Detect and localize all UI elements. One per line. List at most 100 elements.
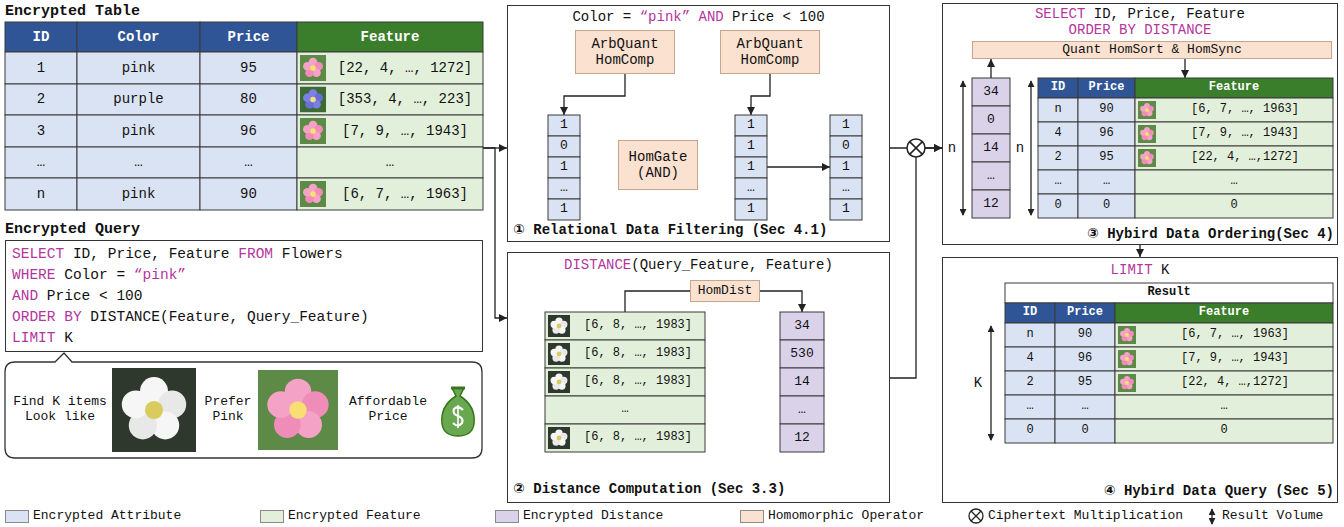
text-cell: …	[1135, 170, 1333, 194]
text-cell: [6, 8, …, 1983]	[573, 312, 703, 340]
table-cell	[972, 106, 1010, 134]
text: ORDER BY DISTANCE(Feature, Query_Feature…	[12, 309, 369, 326]
table-cell	[735, 157, 767, 178]
table-cell	[1005, 419, 1055, 443]
connector	[1184, 59, 1185, 78]
text: [7, 9, …, 1943]	[1191, 127, 1299, 141]
connector	[751, 74, 770, 115]
stage-panel: ArbQuant HomCompArbQuant HomComp101…1Hom…	[507, 5, 890, 242]
text-cell: 95	[200, 52, 297, 84]
text: Quant HomSort & HomSync	[1062, 43, 1241, 58]
table-cell	[735, 178, 767, 199]
text-cell: 95	[1078, 146, 1135, 170]
query-flower-image	[112, 368, 196, 452]
pink-flower-image	[258, 370, 338, 450]
table-cell	[297, 22, 483, 52]
text: 0	[560, 139, 568, 154]
text: pink	[122, 60, 156, 76]
data-table: Encrypted TableIDColorPriceFeature1pink9…	[5, 22, 483, 210]
stage-panel: HomDist[6, 8, …, 1983][6, 8, …, 1983][6,…	[507, 252, 890, 503]
stage-panel: Quant HomSort & HomSync34014…12IDPriceFe…	[942, 3, 1338, 245]
text-cell: …	[297, 147, 483, 178]
text: 34	[794, 319, 810, 334]
text-cell: ③ Hybird Data Ordering(Sec 4)	[950, 225, 1334, 243]
text: Encrypted Table	[5, 3, 140, 20]
text-cell: 0	[1078, 194, 1135, 218]
keyword: AND	[699, 9, 724, 25]
text-cell: Encrypted Table	[5, 2, 305, 21]
text: …	[560, 181, 568, 196]
keyword: WHERE	[12, 267, 56, 283]
text: 14	[983, 141, 999, 156]
text-cell: ORDER BY DISTANCE(Feature, Query_Feature…	[12, 307, 478, 327]
bit-vector: 101…1	[548, 115, 580, 220]
text-cell: 0	[548, 136, 580, 157]
text-cell: n	[1005, 323, 1055, 347]
table-cell	[780, 424, 824, 452]
distance-vector: 34014…12	[972, 78, 1010, 218]
text-cell: pink	[77, 52, 200, 84]
text-cell: 0	[1115, 419, 1333, 443]
text-cell: 1	[548, 115, 580, 136]
table-cell	[1005, 283, 1333, 303]
text: Prefer Pink	[200, 395, 256, 425]
table-cell	[1055, 303, 1115, 323]
multiply-symbol	[907, 139, 925, 157]
connector	[890, 148, 942, 378]
text-cell: pink	[77, 178, 200, 210]
volume-label: n	[1013, 139, 1027, 157]
text: 2	[37, 91, 45, 107]
table-cell	[200, 22, 297, 52]
text-cell: ArbQuant HomComp	[720, 30, 820, 74]
text: ArbQuant HomComp	[720, 36, 820, 68]
text-cell: Quant HomSort & HomSync	[972, 41, 1332, 59]
text-cell: 90	[200, 178, 297, 210]
table-cell	[200, 52, 297, 84]
legend-swatch	[740, 510, 764, 523]
table-cell	[5, 84, 77, 115]
flower-image	[300, 87, 326, 113]
legend-swatch	[260, 510, 284, 523]
text: 96	[240, 123, 257, 139]
table-cell	[548, 115, 580, 136]
flower-image	[300, 55, 326, 81]
result-table: ResultIDPriceFeaturen90[6, 7, …, 1963]49…	[1005, 283, 1333, 443]
text: n	[1054, 103, 1061, 117]
table-cell	[1115, 419, 1333, 443]
text-cell: 1	[830, 115, 862, 136]
text-cell: SELECT ID, Price, Feature FROM Flowers	[12, 244, 478, 264]
text-cell: [7, 9, …, 1943]	[1139, 347, 1331, 371]
text-cell: purple	[77, 84, 200, 115]
text-cell: …	[548, 178, 580, 199]
text-cell: …	[972, 162, 1010, 190]
bit-vector: 101…1	[830, 115, 862, 220]
text-cell: Feature	[297, 22, 483, 52]
text-cell: 2	[1005, 371, 1055, 395]
speech-bubble	[5, 353, 482, 458]
speech-bubble-node: Find K items Look likePrefer PinkAfforda…	[5, 362, 482, 458]
text: Feature	[1209, 81, 1259, 95]
table-cell	[1038, 78, 1078, 98]
text: Color = “pink” AND Price < 100	[572, 9, 824, 25]
text-cell: 4	[1038, 122, 1078, 146]
legend-label: Encrypted Feature	[288, 509, 421, 524]
text: Affordable Price	[344, 395, 432, 425]
text: [6, 8, …, 1983]	[584, 375, 692, 389]
text: [22, 4, …, 1272]	[338, 60, 472, 76]
text: ③ Hybird Data Ordering(Sec 4)	[1087, 226, 1334, 242]
table-cell	[1055, 395, 1115, 419]
text: 12	[983, 197, 999, 212]
operator-box: HomDist	[690, 280, 760, 302]
text: WHERE Color = “pink”	[12, 267, 186, 284]
text: 3	[37, 123, 45, 139]
text: …	[798, 403, 806, 418]
text: …	[386, 154, 394, 170]
legend-text: Encrypted Attribute	[33, 507, 263, 526]
table-cell	[1135, 146, 1333, 170]
text-cell: Price	[1055, 303, 1115, 323]
table-cell	[5, 22, 77, 52]
text-cell: Color	[77, 22, 200, 52]
legend-label: Result Volume	[1222, 509, 1323, 524]
text: 1	[560, 160, 568, 175]
text-cell: 34	[972, 78, 1010, 106]
